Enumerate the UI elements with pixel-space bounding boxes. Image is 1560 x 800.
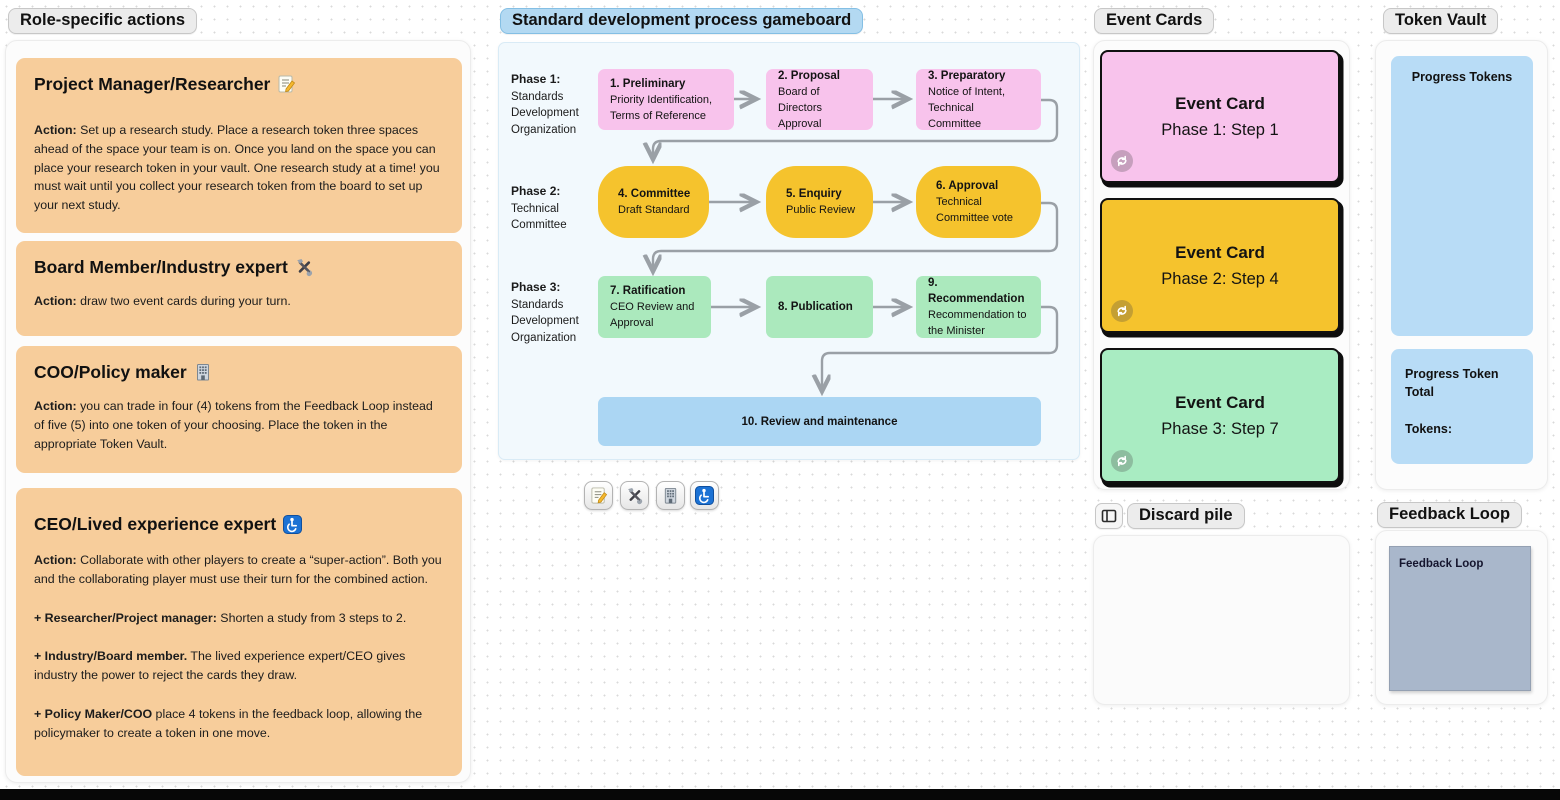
role-card-title: CEO/Lived experience expert: [34, 514, 444, 535]
accessibility-icon: [283, 515, 303, 534]
building-token[interactable]: [656, 481, 685, 510]
step-7-ratification[interactable]: 7. Ratification CEO Review and Approval: [598, 276, 711, 338]
discard-pile-zone[interactable]: [1093, 535, 1350, 705]
event-card-title: Event Card: [1175, 392, 1265, 412]
role-card-paragraph: Action: you can trade in four (4) tokens…: [34, 399, 433, 451]
feedback-loop-panel: Feedback Loop: [1375, 530, 1548, 705]
accessibility-token[interactable]: [690, 481, 719, 510]
building-icon: [196, 364, 209, 381]
role-card-title: Project Manager/Researcher: [34, 74, 444, 95]
phase-label-3: Phase 3: Standards Development Organizat…: [511, 280, 579, 344]
bottom-bar: [0, 789, 1560, 800]
role-panel-title-pill[interactable]: Role-specific actions: [8, 8, 198, 34]
role-card-title: Board Member/Industry expert: [34, 257, 444, 278]
role-card-paragraph: + Industry/Board member. The lived exper…: [34, 649, 406, 683]
step-4-committee[interactable]: 4. Committee Draft Standard: [598, 166, 709, 238]
tools-token[interactable]: [620, 481, 649, 510]
phase-label-1: Phase 1: Standards Development Organizat…: [511, 72, 579, 136]
role-card-title: COO/Policy maker: [34, 362, 444, 383]
event-card-title: Event Card: [1175, 93, 1265, 113]
total-box-line2: Total: [1405, 385, 1434, 399]
refresh-icon[interactable]: [1111, 150, 1133, 172]
accessibility-icon: [695, 486, 714, 505]
feedback-loop-title-pill[interactable]: Feedback Loop: [1377, 502, 1523, 528]
event-cards-title-pill[interactable]: Event Cards: [1094, 8, 1215, 34]
token-vault-panel: Progress Tokens Progress Token Total Tok…: [1375, 40, 1548, 490]
memo-icon: [278, 75, 296, 93]
event-card-phase1[interactable]: Event Card Phase 1: Step 1: [1100, 50, 1340, 183]
step-9-recommendation[interactable]: 9. Recommendation Recommendation to the …: [916, 276, 1041, 338]
role-card-paragraph: + Researcher/Project manager: Shorten a …: [34, 610, 407, 625]
memo-icon: [590, 486, 607, 504]
tools-icon: [627, 487, 642, 504]
role-panel: Project Manager/Researcher Action: Set u…: [5, 40, 471, 783]
building-icon: [664, 487, 676, 504]
progress-tokens-box[interactable]: Progress Tokens: [1391, 56, 1533, 336]
phase-label-2: Phase 2: Technical Committee: [511, 184, 567, 231]
gameboard-title-pill[interactable]: Standard development process gameboard: [500, 8, 864, 34]
role-card-coo[interactable]: COO/Policy maker Action: you can trade i…: [16, 346, 462, 473]
tools-icon: [297, 259, 312, 277]
step-3-preparatory[interactable]: 3. Preparatory Notice of Intent, Technic…: [916, 69, 1041, 130]
step-1-preliminary[interactable]: 1. Preliminary Priority Identification, …: [598, 69, 734, 130]
step-8-publication[interactable]: 8. Publication: [766, 276, 873, 338]
role-card-ceo[interactable]: CEO/Lived experience expert Action: Coll…: [16, 488, 462, 776]
discard-pile-title-pill[interactable]: Discard pile: [1127, 503, 1245, 529]
feedback-loop-zone[interactable]: Feedback Loop: [1389, 546, 1531, 691]
memo-token[interactable]: [584, 481, 613, 510]
event-card-phase3[interactable]: Event Card Phase 3: Step 7: [1100, 348, 1340, 483]
step-6-approval[interactable]: 6. Approval Technical Committee vote: [916, 166, 1041, 238]
step-2-proposal[interactable]: 2. Proposal Board of Directors Approval: [766, 69, 873, 130]
step-10-review-maintenance[interactable]: 10. Review and maintenance: [598, 397, 1041, 446]
gameboard-frame: Phase 1: Standards Development Organizat…: [498, 42, 1080, 460]
role-card-paragraph: + Policy Maker/COO place 4 tokens in the…: [34, 706, 423, 740]
role-card-project-manager[interactable]: Project Manager/Researcher Action: Set u…: [16, 58, 462, 233]
event-card-subtitle: Phase 2: Step 4: [1161, 269, 1279, 288]
event-card-subtitle: Phase 1: Step 1: [1161, 120, 1279, 139]
step-5-enquiry[interactable]: 5. Enquiry Public Review: [766, 166, 873, 238]
total-box-line1: Progress Token: [1405, 367, 1499, 381]
tokens-count-label: Tokens:: [1405, 422, 1452, 436]
role-card-paragraph: Action: draw two event cards during your…: [34, 294, 291, 308]
frame-button[interactable]: [1095, 503, 1123, 529]
role-card-board-member[interactable]: Board Member/Industry expert Action: dra…: [16, 241, 462, 336]
role-card-paragraph: Action: Set up a research study. Place a…: [34, 123, 440, 213]
refresh-icon[interactable]: [1111, 450, 1133, 472]
token-vault-title-pill[interactable]: Token Vault: [1383, 8, 1499, 34]
progress-token-total-box[interactable]: Progress Token Total Tokens:: [1391, 349, 1533, 464]
event-card-phase2[interactable]: Event Card Phase 2: Step 4: [1100, 198, 1340, 333]
frame-icon: [1101, 509, 1117, 523]
event-card-subtitle: Phase 3: Step 7: [1161, 419, 1279, 438]
refresh-icon[interactable]: [1111, 300, 1133, 322]
role-card-paragraph: Action: Collaborate with other players t…: [34, 553, 442, 586]
event-card-title: Event Card: [1175, 242, 1265, 262]
